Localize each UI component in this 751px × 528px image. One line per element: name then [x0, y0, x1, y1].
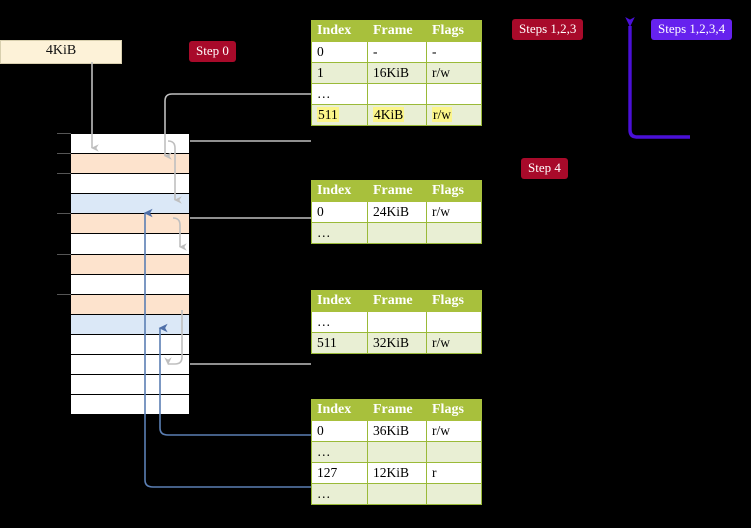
column-header-flags: Flags	[426, 399, 482, 421]
cell-index: 0	[311, 201, 368, 223]
cell-index: …	[311, 441, 368, 463]
memory-frame-row	[71, 355, 189, 376]
table-row: …	[311, 222, 482, 244]
memory-frame-row	[71, 274, 189, 295]
cell-frame: 4KiB	[367, 104, 427, 126]
cell-frame: 24KiB	[367, 201, 427, 223]
frame-4kib-box: 4KiB	[0, 40, 122, 64]
memory-frame-row	[71, 375, 189, 396]
cell-flags: r/w	[426, 332, 482, 354]
column-header-flags: Flags	[426, 180, 482, 202]
cell-flags	[426, 222, 482, 244]
memory-tick	[57, 133, 71, 134]
badge-steps-123: Steps 1,2,3	[512, 19, 584, 40]
table-row: …	[311, 441, 482, 463]
cell-flags	[426, 83, 482, 105]
physical-memory-column	[70, 133, 190, 416]
column-header-frame: Frame	[367, 399, 427, 421]
cell-frame	[367, 483, 427, 505]
column-header-frame: Frame	[367, 290, 427, 312]
memory-frame-row	[71, 194, 189, 215]
cell-index: …	[311, 83, 368, 105]
cell-flags: r/w	[426, 104, 482, 126]
memory-tick	[57, 293, 71, 295]
memory-frame-row	[71, 254, 189, 275]
cell-index: 511	[311, 104, 368, 126]
cell-index: 0	[311, 420, 368, 442]
column-header-index: Index	[311, 290, 368, 312]
cell-frame: 36KiB	[367, 420, 427, 442]
memory-tick	[57, 213, 71, 215]
badge-steps-1234: Steps 1,2,3,4	[651, 19, 733, 40]
table-row: …	[311, 83, 482, 105]
column-header-frame: Frame	[367, 180, 427, 202]
memory-frame-row	[71, 314, 189, 335]
column-header-flags: Flags	[426, 20, 482, 42]
cell-index: 0	[311, 41, 368, 63]
table-row: …	[311, 483, 482, 505]
cell-flags: r/w	[426, 62, 482, 84]
cell-index: …	[311, 311, 368, 333]
cell-index: 511	[311, 332, 368, 354]
cell-flags: r	[426, 462, 482, 484]
cell-flags	[426, 441, 482, 463]
memory-tick	[57, 253, 71, 255]
cell-frame	[367, 222, 427, 244]
memory-frame-row	[71, 234, 189, 255]
memory-frame-row	[71, 174, 189, 195]
table-row: …	[311, 311, 482, 333]
cell-index: 127	[311, 462, 368, 484]
memory-tick	[57, 173, 71, 175]
cell-frame	[367, 83, 427, 105]
column-header-frame: Frame	[367, 20, 427, 42]
cell-flags	[426, 483, 482, 505]
column-header-index: Index	[311, 399, 368, 421]
cell-frame	[367, 311, 427, 333]
wire-steps-bracket	[625, 17, 690, 139]
cell-index: …	[311, 483, 368, 505]
cell-flags	[426, 311, 482, 333]
cell-flags: r/w	[426, 201, 482, 223]
column-header-flags: Flags	[426, 290, 482, 312]
cell-flags: r/w	[426, 420, 482, 442]
cell-frame: 32KiB	[367, 332, 427, 354]
badge-step-4: Step 4	[521, 158, 568, 179]
memory-frame-row	[71, 335, 189, 356]
cell-frame	[367, 441, 427, 463]
column-header-index: Index	[311, 20, 368, 42]
memory-tick	[57, 153, 71, 155]
table-row: 0--	[311, 41, 482, 63]
cell-frame: -	[367, 41, 427, 63]
memory-frame-row	[71, 395, 189, 416]
cell-flags: -	[426, 41, 482, 63]
memory-frame-row	[71, 214, 189, 235]
memory-frame-row	[71, 294, 189, 315]
cell-index: …	[311, 222, 368, 244]
column-header-index: Index	[311, 180, 368, 202]
badge-step-0: Step 0	[189, 41, 236, 62]
cell-index: 1	[311, 62, 368, 84]
cell-frame: 16KiB	[367, 62, 427, 84]
cell-frame: 12KiB	[367, 462, 427, 484]
memory-frame-row	[71, 134, 189, 155]
memory-frame-row	[71, 154, 189, 175]
